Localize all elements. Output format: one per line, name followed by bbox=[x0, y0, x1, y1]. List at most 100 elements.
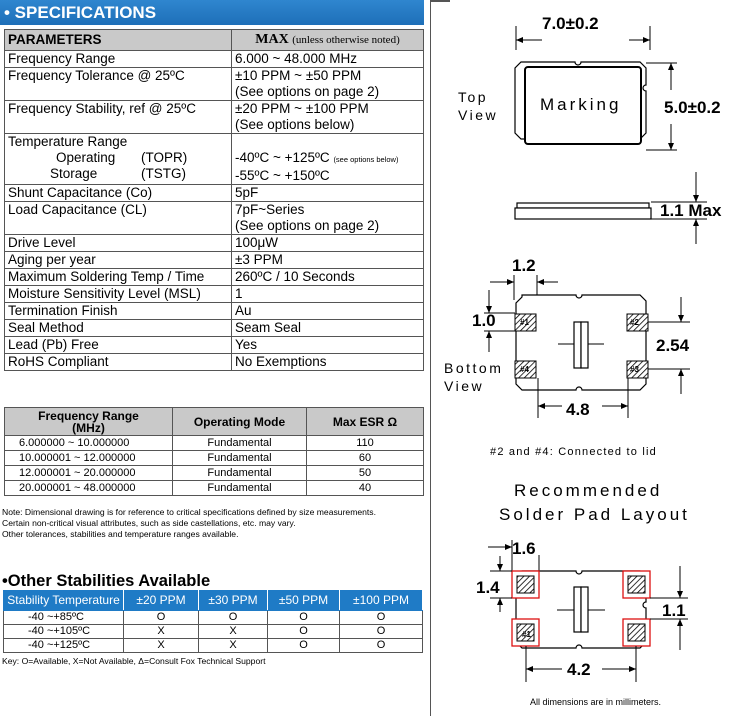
param-cell: Drive Level bbox=[4, 234, 232, 252]
esr-table: Frequency Range(MHz) Operating Mode Max … bbox=[4, 407, 424, 496]
dim-arrow bbox=[629, 666, 636, 672]
column-divider bbox=[430, 0, 431, 716]
range-cell: 20.000001 ~ 48.000000 bbox=[4, 480, 173, 496]
header-line: Frequency Range bbox=[38, 408, 139, 423]
solder-pin-1-label: #1 bbox=[522, 630, 531, 639]
dim-arrow bbox=[486, 331, 492, 338]
temp-cell: -40 ~+105ºC bbox=[3, 624, 124, 639]
param-cell: Moisture Sensitivity Level (MSL) bbox=[4, 285, 232, 303]
lid-note: #2 and #4: Connected to lid bbox=[490, 446, 657, 458]
stab-header: Stability Temperature bbox=[3, 590, 124, 611]
value-cell: ±3 PPM bbox=[231, 251, 424, 269]
table-row: Moisture Sensitivity Level (MSL) 1 bbox=[4, 285, 424, 303]
stab-header: ±100 PPM bbox=[339, 590, 423, 611]
param-cell: Frequency Stability, ref @ 25ºC bbox=[4, 100, 232, 134]
table-row: Termination Finish Au bbox=[4, 302, 424, 320]
solder-pad-tl bbox=[516, 575, 535, 594]
table-row: Maximum Soldering Temp / Time 260ºC / 10… bbox=[4, 268, 424, 286]
esr-cell: 110 bbox=[306, 435, 424, 451]
note-line: Certain non-critical visual attributes, … bbox=[2, 518, 296, 528]
param-cell: Load Capacitance (CL) bbox=[4, 201, 232, 235]
top-view: 7.0±0.2 Marking Top View 5.0±0.2 bbox=[458, 14, 721, 151]
table-row: Lead (Pb) Free Yes bbox=[4, 336, 424, 354]
value-cell: 6.000 ~ 48.000 MHz bbox=[231, 50, 424, 68]
dim-arrow bbox=[668, 143, 674, 150]
marking-label: Marking bbox=[540, 95, 621, 114]
param-line: Operating(TOPR) bbox=[8, 150, 228, 166]
mode-header: Operating Mode bbox=[172, 407, 307, 436]
storage-value: -55ºC ~ +150ºC bbox=[235, 168, 330, 183]
table-row: RoHS Compliant No Exemptions bbox=[4, 353, 424, 371]
dim-arrow bbox=[507, 279, 514, 285]
dim-arrow bbox=[677, 591, 683, 598]
avail-cell: X bbox=[198, 638, 268, 653]
dim-arrow bbox=[668, 63, 674, 70]
value-cell: ±10 PPM ~ ±50 PPM(See options on page 2) bbox=[231, 67, 424, 101]
max-header: MAX (unless otherwise noted) bbox=[231, 29, 424, 51]
param-cell: Frequency Tolerance @ 25ºC bbox=[4, 67, 232, 101]
avail-cell: O bbox=[339, 624, 423, 639]
key-legend: Key: O=Available, X=Not Available, Δ=Con… bbox=[2, 656, 266, 666]
side-height-dim: 1.1 Max bbox=[660, 201, 722, 220]
lid-outline bbox=[524, 66, 642, 145]
top-label-2: View bbox=[458, 107, 498, 123]
dim-arrow bbox=[505, 544, 512, 550]
pin-2-label: #2 bbox=[630, 318, 639, 327]
divider-corner bbox=[430, 0, 450, 2]
table-row: Seal Method Seam Seal bbox=[4, 319, 424, 337]
value-cell: Au bbox=[231, 302, 424, 320]
value-cell: No Exemptions bbox=[231, 353, 424, 371]
param-cell: RoHS Compliant bbox=[4, 353, 232, 371]
mode-cell: Fundamental bbox=[172, 435, 307, 451]
crystal-bar bbox=[573, 321, 582, 369]
value-line: (See options below) bbox=[235, 117, 355, 132]
dim-arrow bbox=[693, 219, 699, 226]
value-cell: 100μW bbox=[231, 234, 424, 252]
crystal-bar bbox=[580, 321, 589, 369]
specifications-table: PARAMETERS MAX (unless otherwise noted) … bbox=[4, 29, 424, 371]
table-row: Shunt Capacitance (Co) 5pF bbox=[4, 184, 424, 202]
param-cell: Maximum Soldering Temp / Time bbox=[4, 268, 232, 286]
bottom-pitch-h-dim: 4.8 bbox=[566, 400, 590, 419]
avail-cell: X bbox=[123, 624, 199, 639]
solder-pad-bl bbox=[516, 623, 535, 642]
dim-arrow bbox=[678, 369, 684, 376]
param-cell: Aging per year bbox=[4, 251, 232, 269]
bottom-label-2: View bbox=[444, 378, 484, 394]
param-cell: Seal Method bbox=[4, 319, 232, 337]
note-line: Other tolerances, stabilities and temper… bbox=[2, 529, 239, 539]
value-line: ±20 PPM ~ ±100 PPM bbox=[235, 101, 369, 116]
operating-label: Operating bbox=[56, 150, 116, 165]
solder-pad-height-dim: 1.4 bbox=[476, 578, 500, 597]
bottom-pad-width-dim: 1.2 bbox=[512, 256, 536, 275]
pin-4-label: #4 bbox=[520, 365, 529, 374]
side-view: 1.1 Max bbox=[514, 172, 722, 244]
note-line: Note: Dimensional drawing is for referen… bbox=[2, 507, 376, 517]
dim-arrow bbox=[677, 619, 683, 626]
stab-header: ±30 PPM bbox=[198, 590, 268, 611]
freq-range-header: Frequency Range(MHz) bbox=[4, 407, 173, 436]
param-cell: Temperature Range Operating(TOPR) Storag… bbox=[4, 133, 232, 185]
solder-pad-width-dim: 1.6 bbox=[512, 539, 536, 558]
dim-arrow bbox=[621, 403, 628, 409]
table-row: Aging per year ±3 PPM bbox=[4, 251, 424, 269]
value-line: (See options on page 2) bbox=[235, 218, 380, 233]
header-line: (MHz) bbox=[72, 420, 105, 435]
avail-cell: O bbox=[339, 610, 423, 625]
range-cell: 6.000000 ~ 10.000000 bbox=[4, 435, 173, 451]
dim-arrow bbox=[537, 279, 544, 285]
table-row: Frequency Tolerance @ 25ºC ±10 PPM ~ ±50… bbox=[4, 67, 424, 101]
value-cell: 7pF~Series(See options on page 2) bbox=[231, 201, 424, 235]
temp-cell: -40 ~+85ºC bbox=[3, 610, 124, 625]
top-label-1: Top bbox=[458, 89, 488, 105]
solder-pad-br bbox=[627, 623, 646, 642]
max-header-label: MAX bbox=[255, 32, 289, 47]
temp-cell: -40 ~+125ºC bbox=[3, 638, 124, 653]
avail-cell: O bbox=[198, 610, 268, 625]
esr-cell: 50 bbox=[306, 465, 424, 481]
param-line: Storage(TSTG) bbox=[8, 166, 228, 182]
